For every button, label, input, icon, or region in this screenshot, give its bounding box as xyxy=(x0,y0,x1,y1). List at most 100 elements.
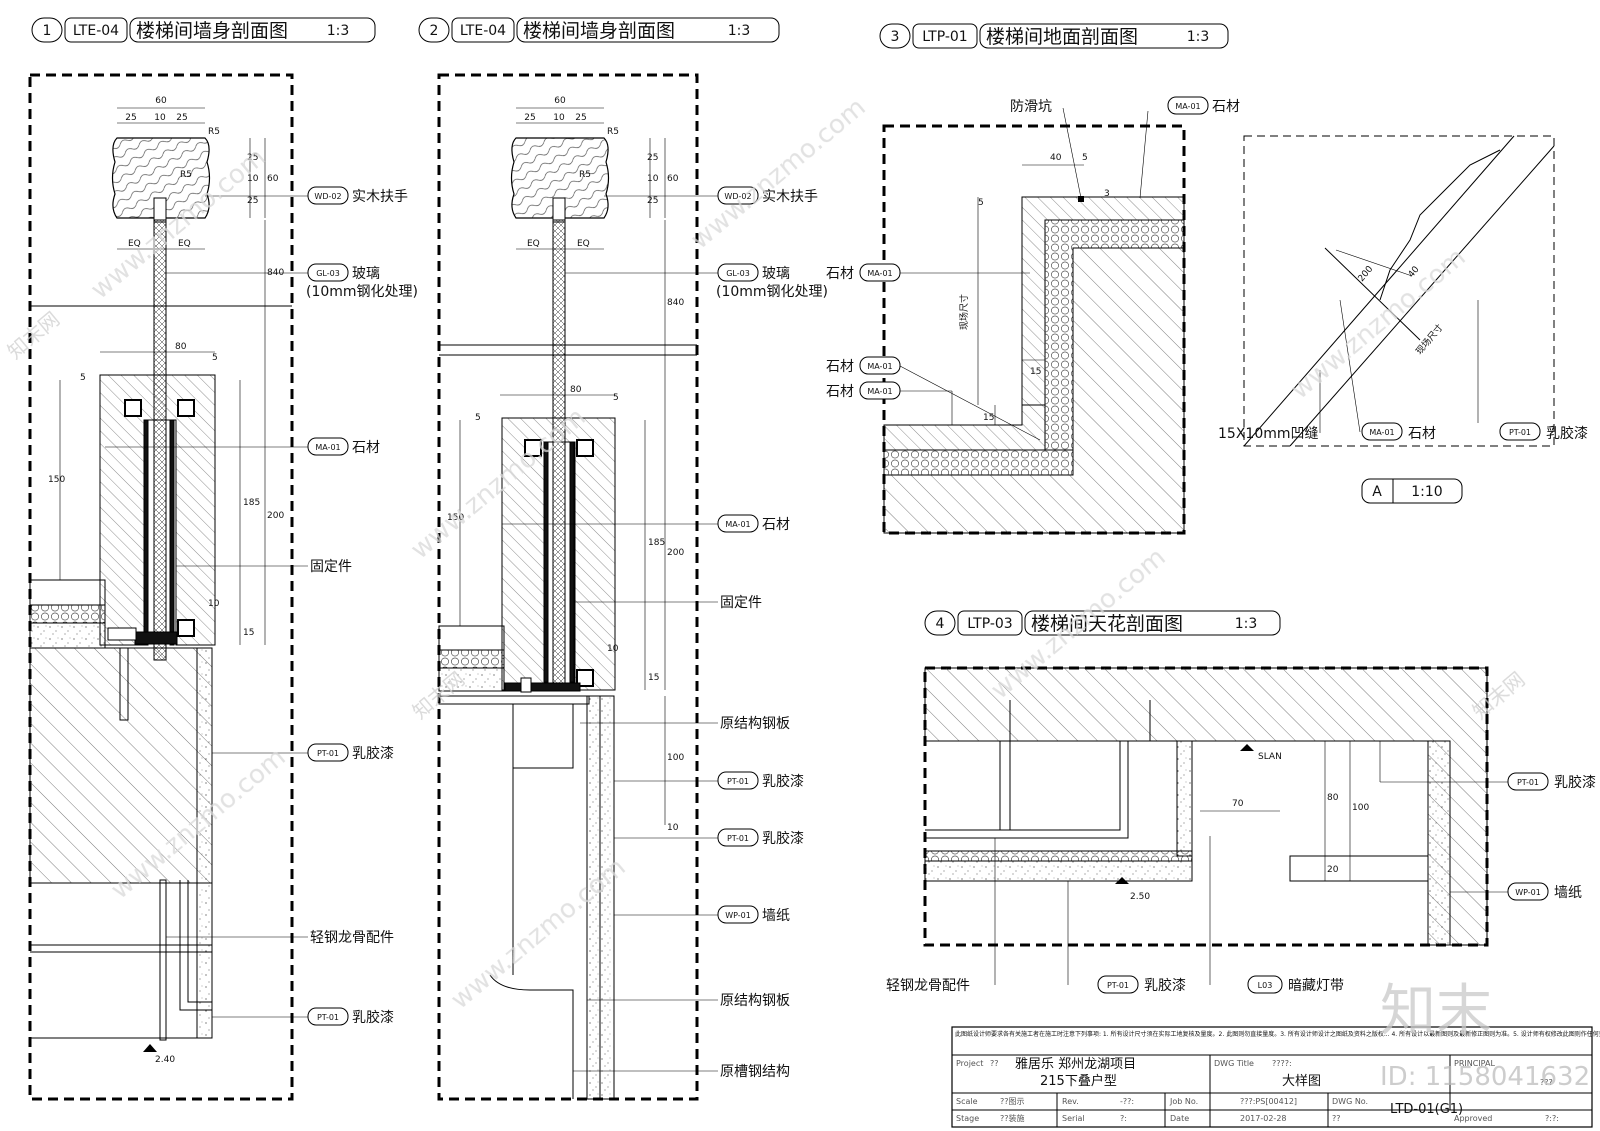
callout-text: 原槽钢结构 xyxy=(720,1064,790,1080)
callout-text: 石材 xyxy=(826,359,854,375)
tb-scale-value: ??图示 xyxy=(1000,1097,1025,1106)
watermark-site: www.znzmo.com xyxy=(685,92,871,255)
callouts-1: WD-02 实木扶手 GL-03 玻璃 (10mm钢化处理) MA-01 石材 … xyxy=(105,186,418,1026)
section-scale: 1:3 xyxy=(728,23,751,39)
section-code: LTE-04 xyxy=(73,23,119,39)
callout-text: 乳胶漆 xyxy=(762,830,804,847)
watermark-site: www.znzmo.com xyxy=(1285,242,1471,405)
section-title: 楼梯间墙身剖面图 xyxy=(136,20,288,42)
callout-tag: WD-02 xyxy=(314,192,341,201)
callout-text: 原结构钢板 xyxy=(720,993,790,1009)
section-title: 楼梯间天花剖面图 xyxy=(1031,613,1183,635)
callout-tag: PT-01 xyxy=(1107,981,1129,990)
tb-stage-value: ??装施 xyxy=(1000,1113,1025,1123)
dim-label: 25 xyxy=(524,113,535,123)
callout-tag: PT-01 xyxy=(317,749,339,758)
tb-project-name: 雅居乐 郑州龙湖项目 xyxy=(1015,1057,1136,1072)
section-title-2: 2 LTE-04 楼梯间墙身剖面图 1:3 xyxy=(418,17,780,43)
tb-job-value: ???:PS[00412] xyxy=(1240,1097,1297,1106)
section-num: 3 xyxy=(891,29,900,45)
dim-label: 10 xyxy=(553,113,565,123)
level-mark: 2.40 xyxy=(155,1055,175,1065)
section-num: 2 xyxy=(430,23,439,39)
dim-label: 150 xyxy=(48,475,65,485)
section-title-1: 1 LTE-04 楼梯间墙身剖面图 1:3 xyxy=(31,17,376,43)
section-3-drawing: 40 5 3 5 15 15 现场尺寸 防滑坑 MA-01 石材 MA-01 石… xyxy=(826,96,1240,535)
callout-text: 石材 xyxy=(1408,426,1436,442)
dim-label: 10 xyxy=(208,599,220,609)
callout-text: 石材 xyxy=(1212,99,1240,115)
dim-label: 20 xyxy=(1327,865,1339,875)
tb-approved-value: ?:?: xyxy=(1545,1114,1559,1123)
dim-label: EQ xyxy=(128,239,141,249)
dim-label: 25 xyxy=(176,113,187,123)
callout-tag: PT-01 xyxy=(1517,778,1539,787)
callout-text: 石材 xyxy=(352,440,380,456)
dim-label: EQ xyxy=(577,239,590,249)
dim-label: R5 xyxy=(208,127,220,137)
dim-label: 80 xyxy=(1327,793,1339,803)
callout-tag: MA-01 xyxy=(1369,428,1394,437)
callout-text: 乳胶漆 xyxy=(352,1009,394,1026)
callout-text: 石材 xyxy=(826,266,854,282)
tb-dwg-title: 大样图 xyxy=(1282,1074,1321,1089)
dim-label: 15 xyxy=(648,673,659,683)
callout-text: 乳胶漆 xyxy=(1554,774,1596,791)
dim-label: 185 xyxy=(243,498,260,508)
tb-project-value: ?? xyxy=(990,1059,999,1068)
dim-label: 5 xyxy=(1082,153,1088,163)
section-code: LTE-04 xyxy=(460,23,506,39)
dim-label: 25 xyxy=(647,196,658,206)
tb-job-label: Job No. xyxy=(1169,1097,1198,1106)
dim-label: 60 xyxy=(667,174,679,184)
dim-label: 840 xyxy=(667,298,684,308)
tb-stage-label: Stage xyxy=(956,1114,979,1123)
callout-subtext: (10mm钢化处理) xyxy=(306,284,418,300)
dim-label: R5 xyxy=(180,170,192,180)
callout-text: 固定件 xyxy=(310,559,352,575)
dim-label: 5 xyxy=(978,198,984,208)
dim-label: 现场尺寸 xyxy=(958,294,970,330)
section-title: 楼梯间墙身剖面图 xyxy=(523,20,675,42)
dim-label: R5 xyxy=(579,170,591,180)
tb-dwg-title-label: DWG Title xyxy=(1214,1059,1254,1068)
dim-label: 10 xyxy=(647,174,659,184)
dim-label: 70 xyxy=(1232,799,1244,809)
callout-text: 固定件 xyxy=(720,595,762,611)
section-scale: 1:3 xyxy=(1235,616,1258,632)
dimension-lines xyxy=(59,107,266,645)
wooden-handrail xyxy=(510,137,610,219)
callout-text: 暗藏灯带 xyxy=(1288,978,1344,994)
callout-text: 墙纸 xyxy=(1554,885,1582,901)
callout-text: 玻璃 xyxy=(762,265,790,282)
section-1-drawing: 60 25 10 25 R5 25 10 25 60 840 R5 EQ EQ … xyxy=(28,73,418,1101)
callout-text: 乳胶漆 xyxy=(352,745,394,762)
dim-label: 25 xyxy=(575,113,586,123)
tb-scale-label: Scale xyxy=(956,1097,978,1106)
callout-text: 乳胶漆 xyxy=(1144,977,1186,994)
general-notes: 此图纸设计师要求各有关施工者在施工时注意下列事项: 1. 所有设计尺寸须在实际工… xyxy=(955,1030,1600,1038)
section-num: 4 xyxy=(936,616,945,632)
callouts-a: 15X10mm凹缝 MA-01 石材 PT-01 乳胶漆 xyxy=(1218,299,1588,442)
tb-approved-label: Approved xyxy=(1454,1114,1492,1123)
dim-label: 5 xyxy=(212,353,218,363)
callouts-4: PT-01 乳胶漆 WP-01 墙纸 轻钢龙骨配件 PT-01 乳胶漆 L03 … xyxy=(886,741,1596,994)
tb-serial-label: Serial xyxy=(1062,1114,1085,1123)
tb-principal-value: ??? xyxy=(1540,1078,1553,1087)
callout-subtext: (10mm钢化处理) xyxy=(716,284,828,300)
watermark-brand: 知末网 xyxy=(3,307,64,364)
watermark-logo: 知末 xyxy=(1380,979,1492,1044)
section-2-drawing: 60 25 10 25 R5 25 10 25 60 840 R5 EQ EQ … xyxy=(437,73,828,1101)
callout-tag: GL-03 xyxy=(726,269,750,278)
slan-label: SLAN xyxy=(1258,752,1282,762)
callout-tag: MA-01 xyxy=(725,520,750,529)
dim-label: 3 xyxy=(1104,189,1110,199)
dim-label: 10 xyxy=(247,174,259,184)
section-title-3: 3 LTP-01 楼梯间地面剖面图 1:3 xyxy=(879,23,1229,49)
dim-label: 15 xyxy=(1030,367,1041,377)
dim-label: 100 xyxy=(667,753,684,763)
dim-label: 25 xyxy=(247,153,258,163)
callout-tag: PT-01 xyxy=(317,1013,339,1022)
section-scale: 1:3 xyxy=(1187,29,1210,45)
callout-tag: WP-01 xyxy=(1515,888,1541,897)
